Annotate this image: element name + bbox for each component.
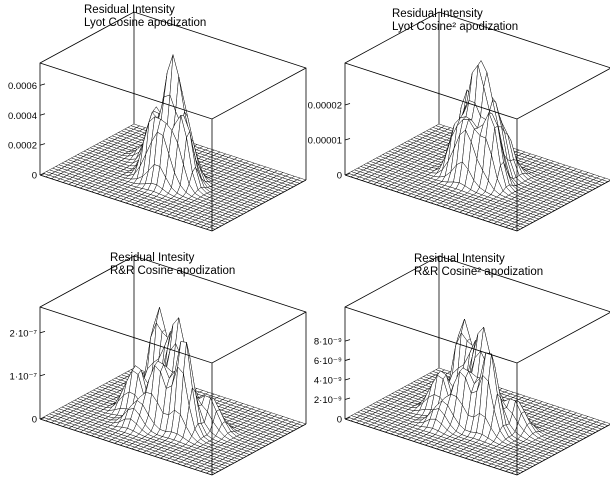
z-tick-label: 0.0002 xyxy=(8,141,37,152)
surface-mesh xyxy=(39,307,307,476)
surface-plot: 0 2·10⁻⁹ 4·10⁻⁹ 6·10⁻⁹ 8·10⁻⁹ xyxy=(314,255,610,476)
z-tick xyxy=(344,138,351,141)
z-tick xyxy=(344,417,351,420)
surface-plot: 0 1·10⁻⁷ 2·10⁻⁷ xyxy=(10,255,307,476)
box-back-edges xyxy=(344,255,610,419)
surface-panel-rr-cosine: Residual Intesity R&R Cosine apodization… xyxy=(0,244,307,488)
z-tick xyxy=(344,339,351,342)
chart-title: Residual Intensity xyxy=(414,253,505,265)
z-tick-label: 0 xyxy=(32,415,37,426)
z-tick xyxy=(39,113,46,116)
z-tick-label: 0 xyxy=(32,171,37,182)
surface-panel-lyot-cosine-squared: Residual Intensity Lyot Cosine² apodizat… xyxy=(305,0,610,244)
z-axis: 0 1·10⁻⁷ 2·10⁻⁷ xyxy=(10,328,46,426)
surface-mesh xyxy=(39,54,307,232)
z-tick-label: 4·10⁻⁹ xyxy=(314,376,342,387)
z-tick xyxy=(344,173,351,176)
chart-title: Residual Intensity xyxy=(392,8,483,20)
box-front-edges xyxy=(39,306,307,476)
chart-subtitle: Lyot Cosine² apodization xyxy=(392,21,519,33)
z-tick-label: 0.0004 xyxy=(8,111,37,122)
z-tick-label: 8·10⁻⁹ xyxy=(314,337,342,348)
box-back-edges xyxy=(39,255,307,424)
z-tick xyxy=(344,397,351,400)
surface-plot: 0 0.0002 0.0004 0.0006 xyxy=(8,11,307,232)
box-back-edges xyxy=(344,11,610,175)
z-tick-label: 0 xyxy=(337,415,342,426)
z-tick xyxy=(39,330,46,334)
z-tick-label: 6·10⁻⁹ xyxy=(314,356,342,367)
z-tick-label: 0.0006 xyxy=(8,81,37,92)
panel-title: Residual Intensity Lyot Cosine² apodizat… xyxy=(392,8,518,34)
z-tick-label: 0.00002 xyxy=(308,101,342,112)
chart-title: Residual Intensity xyxy=(84,4,175,16)
z-tick xyxy=(39,417,46,420)
chart-subtitle: R&R Cosine apodization xyxy=(110,265,236,277)
panel-title: Residual Intesity R&R Cosine apodization xyxy=(110,252,235,278)
z-tick-label: 0 xyxy=(337,171,342,182)
chart-subtitle: R&R Cosine² apodization xyxy=(414,266,544,278)
z-axis: 0 0.0002 0.0004 0.0006 xyxy=(8,81,46,182)
z-tick-label: 2·10⁻⁹ xyxy=(314,395,342,406)
z-tick xyxy=(39,173,46,176)
z-axis: 0 0.00001 0.00002 xyxy=(308,101,351,182)
z-tick xyxy=(39,374,46,377)
surface-panel-lyot-cosine: Residual Intensity Lyot Cosine apodizati… xyxy=(0,0,307,244)
surface-mesh xyxy=(344,318,610,476)
chart-title: Residual Intesity xyxy=(110,252,195,264)
box-back-edges xyxy=(39,11,307,180)
z-axis: 0 2·10⁻⁹ 4·10⁻⁹ 6·10⁻⁹ 8·10⁻⁹ xyxy=(314,337,351,426)
surface-panel-rr-cosine-squared: Residual Intensity R&R Cosine² apodizati… xyxy=(305,244,610,488)
box-front-edges xyxy=(39,62,307,232)
z-tick-label: 1·10⁻⁷ xyxy=(10,371,38,382)
z-tick xyxy=(344,358,351,361)
box-front-edges xyxy=(344,62,610,232)
z-tick-label: 2·10⁻⁷ xyxy=(10,328,38,339)
z-tick xyxy=(39,83,46,86)
box-front-edges xyxy=(344,306,610,476)
surface-mesh xyxy=(344,60,610,232)
surface-plot: 0 0.00001 0.00002 xyxy=(308,11,610,232)
panel-title: Residual Intensity R&R Cosine² apodizati… xyxy=(414,253,543,279)
z-tick-label: 0.00001 xyxy=(308,136,342,147)
z-tick xyxy=(344,378,351,381)
z-tick xyxy=(344,103,351,106)
z-tick xyxy=(39,143,46,146)
